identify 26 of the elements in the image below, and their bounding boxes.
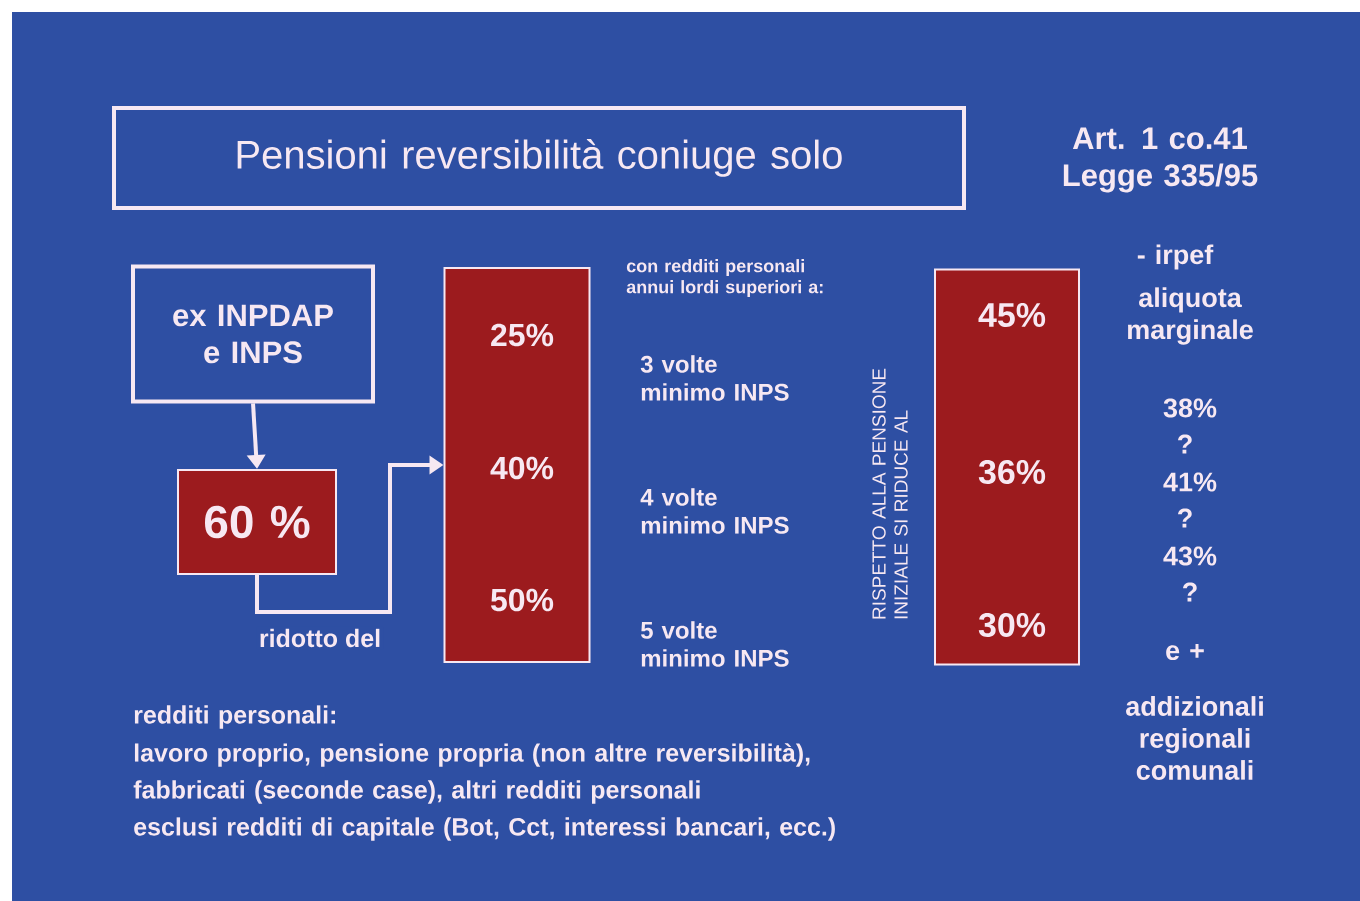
note-text: redditi personali: bbox=[134, 705, 335, 729]
edge-label: ridotto del bbox=[260, 628, 380, 648]
reference-text: Art. 1 co.41 Legge 335/95 bbox=[1063, 127, 1258, 193]
note-text: esclusi redditi di capitale (Bot, Cct, interessi bancari, ecc.) bbox=[134, 817, 835, 841]
percentage-bar: 25% 40% 50% bbox=[443, 267, 591, 663]
title-box: Pensioni reversibilità coniuge solo bbox=[112, 106, 966, 210]
threshold-text: 5 volte minimo INPS bbox=[640, 621, 789, 667]
note-text: fabbricati (seconde case), altri redditi personali bbox=[133, 780, 700, 804]
note-text: lavoro proprio, pensione propria (non altre reversibilità), bbox=[134, 743, 810, 767]
rate-text: 38% bbox=[1163, 398, 1217, 418]
tax-text: - irpef bbox=[1137, 244, 1214, 270]
question-mark: ? bbox=[1178, 508, 1192, 528]
tax-text: aliquota marginale bbox=[1128, 287, 1253, 345]
note-text: RISPETTO ALLA PENSIONE INIZIALE SI RIDUCE AL bbox=[872, 368, 908, 619]
rate-text: 43% bbox=[1163, 546, 1217, 566]
condition-text: con redditi personali annui lordi superiori a: bbox=[626, 259, 823, 297]
tax-text: e + bbox=[1166, 643, 1204, 661]
threshold-text: 3 volte minimo INPS bbox=[640, 355, 789, 401]
tax-text: addizionali regionali comunali bbox=[1126, 696, 1263, 780]
rate-text: 41% bbox=[1163, 472, 1217, 492]
question-mark: ? bbox=[1183, 582, 1197, 602]
question-mark: ? bbox=[1178, 434, 1192, 454]
percentage-bar: 45% 36% 30% bbox=[934, 268, 1080, 666]
source-box: ex INPDAP e INPS bbox=[131, 264, 375, 404]
percentage-box: 60 % bbox=[177, 469, 337, 575]
threshold-text: 4 volte minimo INPS bbox=[640, 488, 789, 534]
